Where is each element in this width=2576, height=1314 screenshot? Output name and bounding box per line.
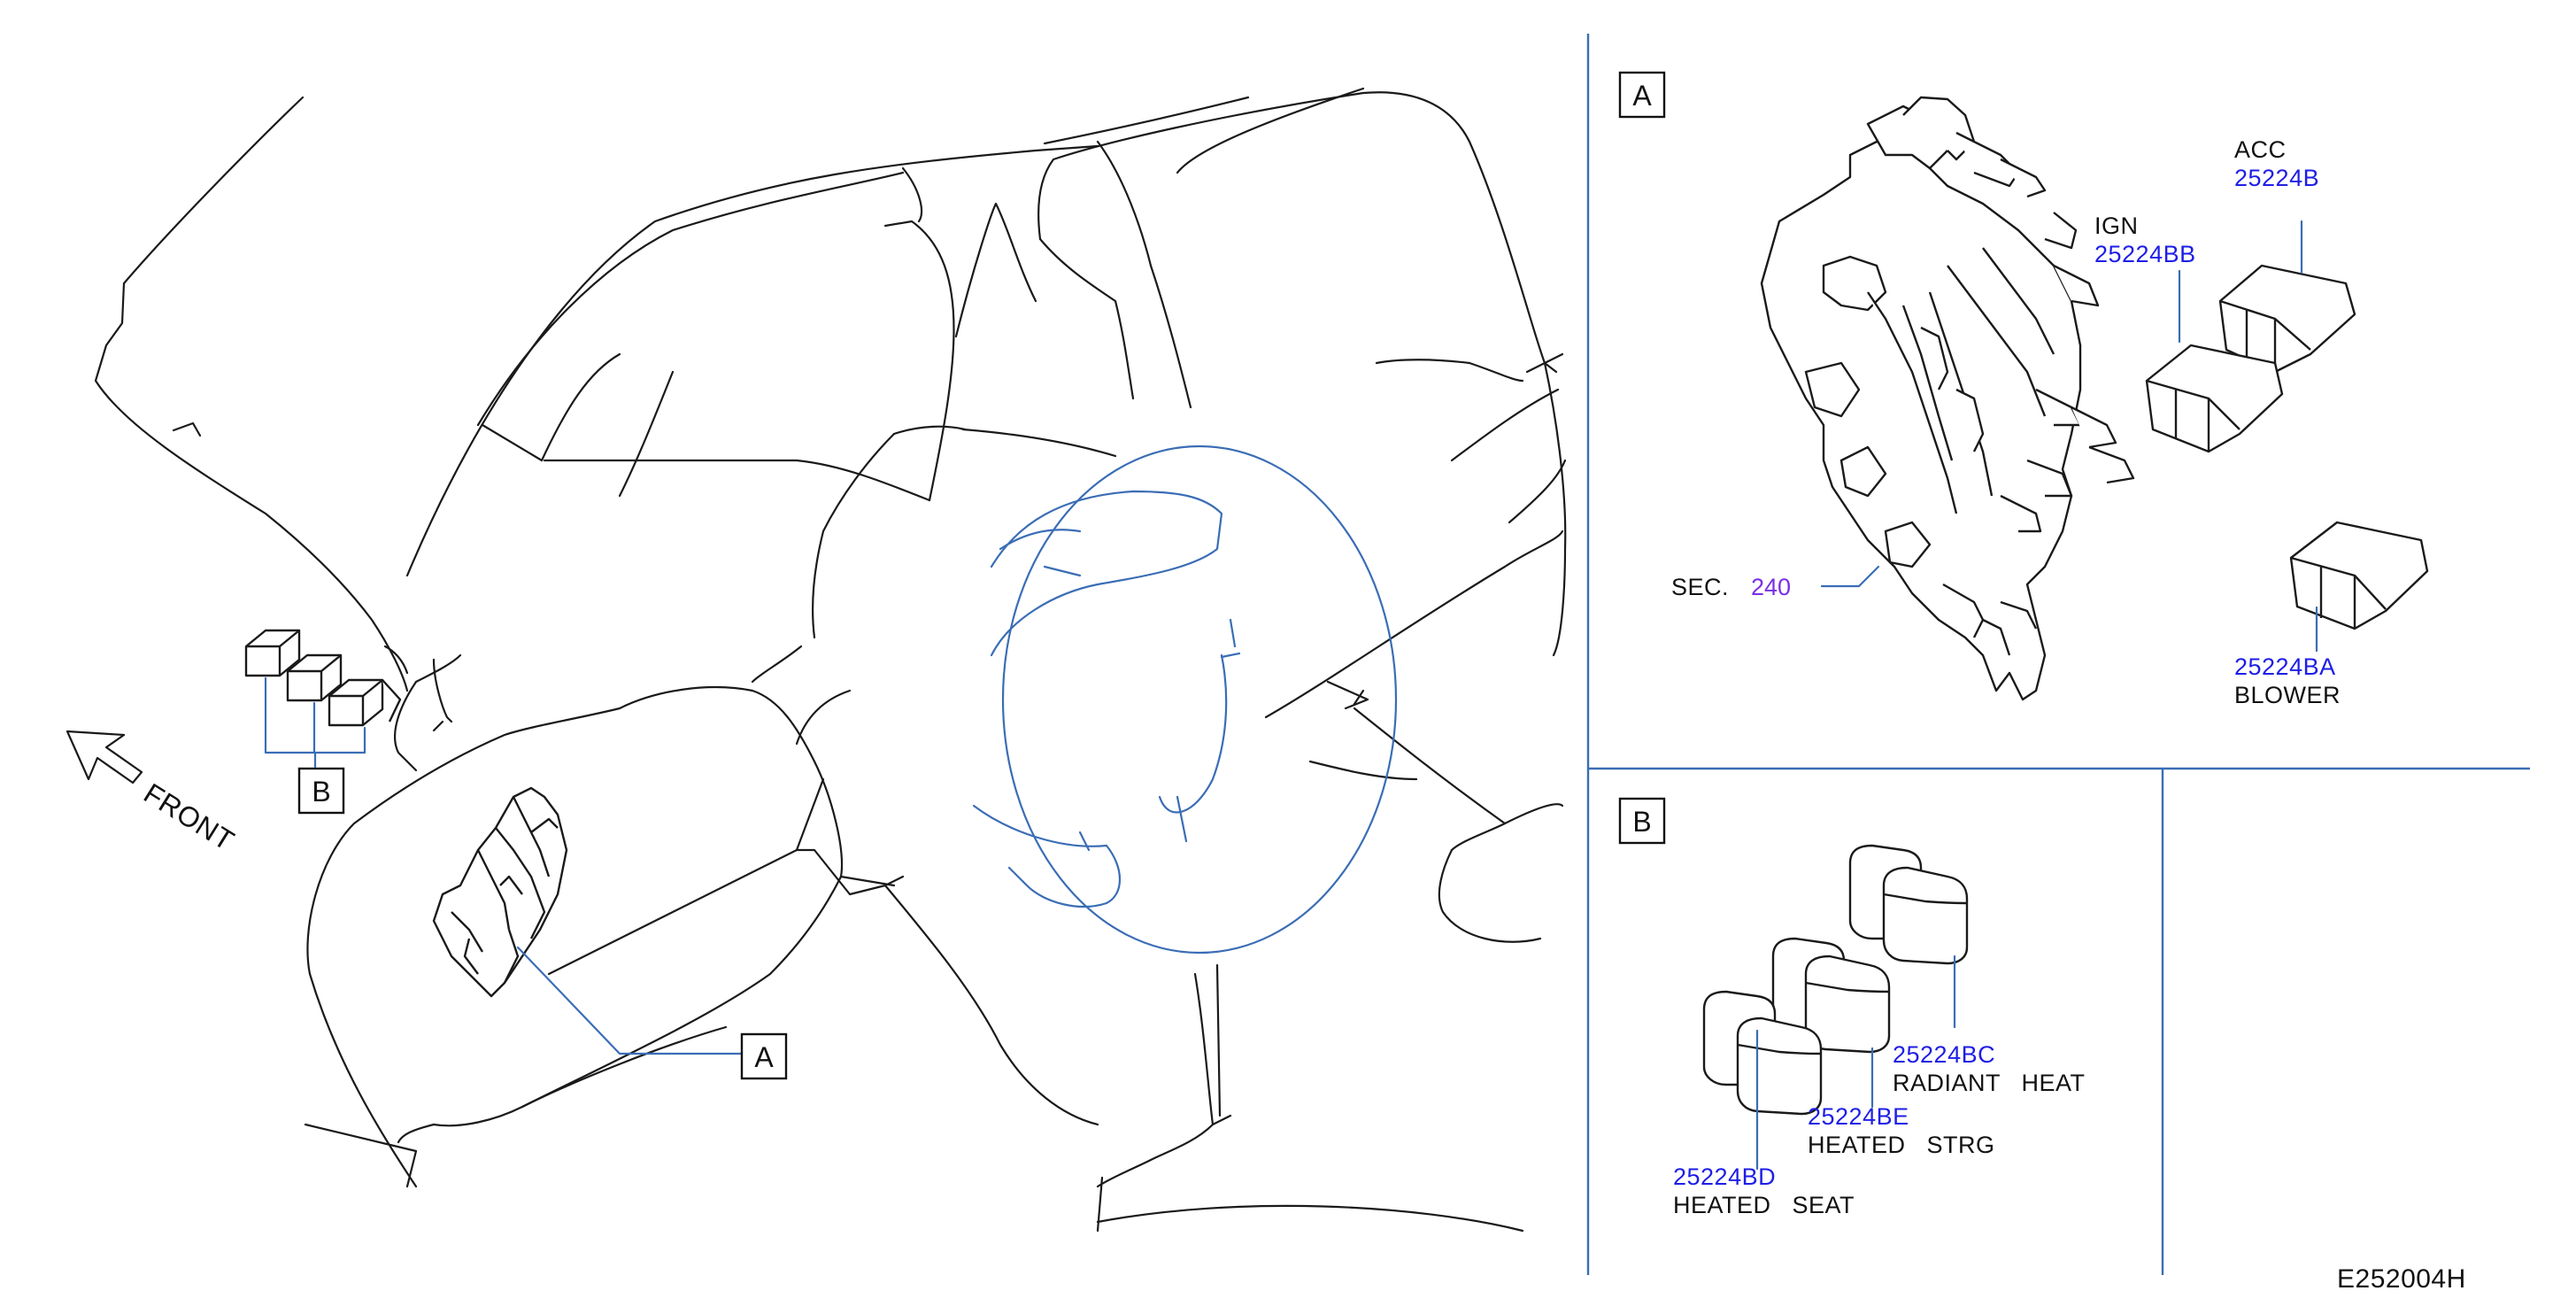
callout-b-label: B bbox=[312, 776, 330, 808]
front-label: FRONT bbox=[138, 777, 240, 856]
ign-part-number: 25224BB bbox=[2094, 241, 2196, 267]
panel-a-tag: A bbox=[1632, 80, 1652, 112]
callout-a-label: A bbox=[754, 1041, 774, 1073]
ign-relay bbox=[2145, 344, 2284, 453]
blower-relay bbox=[2289, 521, 2429, 630]
front-arrow-icon bbox=[66, 730, 143, 785]
ign-name: IGN bbox=[2094, 213, 2139, 239]
relay-cluster-b-small bbox=[244, 629, 402, 769]
panel-a-tag-box bbox=[1618, 71, 1666, 119]
seat-part-number: 25224BD bbox=[1673, 1163, 1776, 1190]
panel-divider-lines bbox=[1586, 34, 2530, 1275]
radiant-name: RADIANT HEAT bbox=[1893, 1070, 2086, 1096]
sec-ref-link[interactable]: 240 bbox=[1751, 574, 1791, 600]
fuse-block-a-small bbox=[432, 786, 568, 998]
sec-prefix: SEC. bbox=[1671, 574, 1729, 600]
dashboard-outline bbox=[94, 87, 1567, 1233]
acc-name: ACC bbox=[2234, 136, 2287, 163]
seat-name: HEATED SEAT bbox=[1673, 1192, 1855, 1218]
callout-a-box bbox=[740, 1032, 788, 1080]
panel-b-tag: B bbox=[1632, 806, 1651, 838]
radiant-part-number: 25224BC bbox=[1893, 1041, 1995, 1068]
acc-part-number: 25224B bbox=[2234, 165, 2319, 191]
blower-name: BLOWER bbox=[2234, 682, 2341, 708]
callout-a-leader bbox=[516, 946, 744, 1055]
blower-part-number: 25224BA bbox=[2234, 653, 2336, 680]
callout-b-box bbox=[297, 767, 345, 815]
steering-wheel bbox=[972, 444, 1398, 955]
strg-part-number: 25224BE bbox=[1808, 1103, 1909, 1130]
sec-leader bbox=[1820, 565, 1880, 588]
strg-name: HEATED STRG bbox=[1808, 1132, 1995, 1158]
fuse-block-a-large bbox=[1760, 96, 2135, 701]
drawing-number: E252004H bbox=[2337, 1264, 2466, 1294]
panel-b-tag-box bbox=[1618, 797, 1666, 845]
relay-cluster-b-large bbox=[1702, 844, 1969, 1116]
